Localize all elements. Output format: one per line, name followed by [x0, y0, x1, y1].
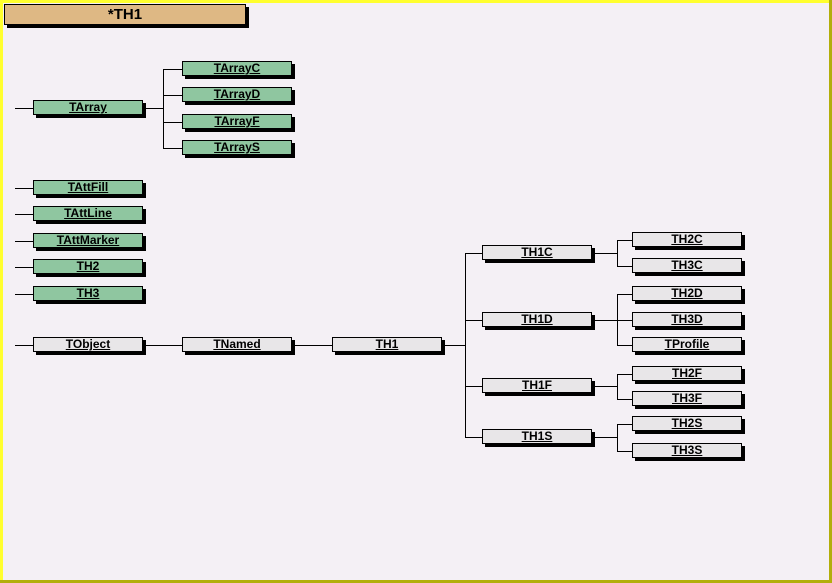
connector-line [617, 399, 632, 400]
class-box-tobject[interactable]: TObject [33, 337, 143, 352]
connector-line [15, 214, 33, 215]
connector-line [592, 437, 618, 438]
connector-line [617, 294, 632, 295]
frame-border-left [0, 0, 3, 583]
class-box-tarrayd[interactable]: TArrayD [182, 87, 292, 102]
connector-line [143, 345, 182, 346]
connector-line [465, 386, 482, 387]
class-box-th2c[interactable]: TH2C [632, 232, 742, 247]
class-box-tprofile[interactable]: TProfile [632, 337, 742, 352]
class-box-th2[interactable]: TH2 [33, 259, 143, 274]
class-box-th2d[interactable]: TH2D [632, 286, 742, 301]
class-box-th3c[interactable]: TH3C [632, 258, 742, 273]
connector-line [617, 320, 632, 321]
connector-line [163, 122, 182, 123]
class-box-tattfill[interactable]: TAttFill [33, 180, 143, 195]
connector-line [163, 148, 182, 149]
connector-line [15, 294, 33, 295]
class-box-th1d[interactable]: TH1D [482, 312, 592, 327]
class-box-th1f[interactable]: TH1F [482, 378, 592, 393]
connector-line [163, 69, 182, 70]
class-box-tarray[interactable]: TArray [33, 100, 143, 115]
class-box-th3s[interactable]: TH3S [632, 443, 742, 458]
connector-line [15, 188, 33, 189]
connector-line [15, 345, 33, 346]
class-box-th3[interactable]: TH3 [33, 286, 143, 301]
connector-line [617, 451, 632, 452]
connector-line [465, 437, 482, 438]
connector-line [617, 345, 632, 346]
connector-line [15, 267, 33, 268]
connector-line [617, 374, 632, 375]
connector-line [617, 240, 618, 267]
connector-line [617, 374, 618, 400]
connector-line [617, 424, 632, 425]
class-box-th3d[interactable]: TH3D [632, 312, 742, 327]
class-box-tarrayf[interactable]: TArrayF [182, 114, 292, 129]
connector-line [15, 108, 33, 109]
connector-line [592, 253, 618, 254]
class-box-th2f[interactable]: TH2F [632, 366, 742, 381]
connector-line [163, 69, 164, 148]
connector-line [592, 320, 618, 321]
frame-border-bottom [0, 580, 832, 583]
connector-line [465, 320, 482, 321]
connector-line [465, 253, 482, 254]
connector-line [442, 345, 466, 346]
connector-line [292, 345, 332, 346]
class-box-th2s[interactable]: TH2S [632, 416, 742, 431]
connector-line [617, 266, 632, 267]
connector-line [15, 241, 33, 242]
connector-line [465, 253, 466, 438]
frame-border-right [829, 0, 832, 583]
class-box-th1s[interactable]: TH1S [482, 429, 592, 444]
connector-line [592, 386, 618, 387]
connector-line [617, 240, 632, 241]
class-box-tattmarker[interactable]: TAttMarker [33, 233, 143, 248]
class-box-tnamed[interactable]: TNamed [182, 337, 292, 352]
connector-line [617, 424, 618, 452]
connector-line [163, 95, 182, 96]
frame-border-top [0, 0, 832, 3]
class-box-tattline[interactable]: TAttLine [33, 206, 143, 221]
connector-line [143, 108, 164, 109]
tree-title: *TH1 [4, 4, 246, 25]
class-box-th1[interactable]: TH1 [332, 337, 442, 352]
class-box-tarrayc[interactable]: TArrayC [182, 61, 292, 76]
class-box-th3f[interactable]: TH3F [632, 391, 742, 406]
class-box-tarrays[interactable]: TArrayS [182, 140, 292, 155]
class-box-th1c[interactable]: TH1C [482, 245, 592, 260]
